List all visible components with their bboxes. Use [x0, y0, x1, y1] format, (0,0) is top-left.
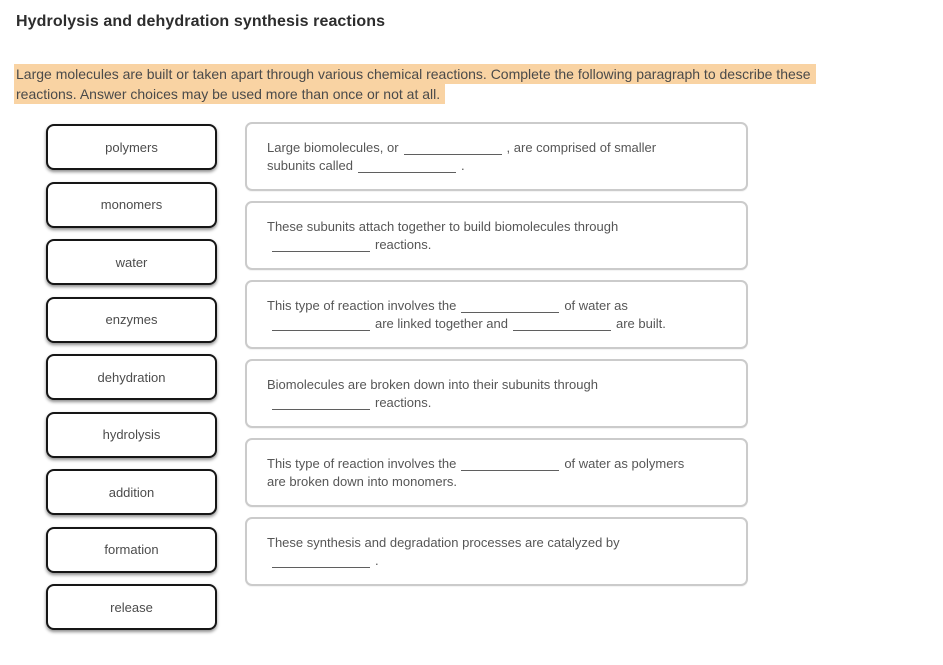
choice-enzymes[interactable]: enzymes [46, 296, 217, 343]
answer-blank[interactable] [461, 311, 560, 313]
instructions: Large molecules are built or taken apart… [14, 64, 816, 104]
sentence-line: This type of reaction involves the of wat… [267, 455, 726, 473]
sentence-box: Biomolecules are broken down into their … [245, 359, 748, 428]
sentence-box: These subunits attach together to build … [245, 201, 748, 270]
sentence-text: reactions. [375, 394, 432, 410]
sentence-box: These synthesis and degradation processe… [245, 517, 748, 586]
answer-blank[interactable] [512, 329, 611, 331]
choice-release[interactable]: release [46, 584, 217, 630]
choice-water[interactable]: water [46, 239, 217, 285]
instructions-line-wrap: Large molecules are built or taken apart… [14, 64, 816, 84]
answer-blank[interactable] [358, 171, 456, 173]
sentence-box: This type of reaction involves the of wat… [245, 438, 748, 507]
sentence-line: are linked together and are built. [267, 315, 726, 333]
sentence-line: subunits called. [267, 157, 726, 175]
sentence-text: , are comprised of smaller [506, 140, 657, 155]
sentence-text: This type of reaction involves the [267, 298, 457, 313]
sentences-column: Large biomolecules, or , are comprised of… [245, 122, 748, 586]
sentence-text: Large biomolecules, or [267, 140, 399, 155]
page-title: Hydrolysis and dehydration synthesis rea… [16, 13, 386, 30]
sentence-box: This type of reaction involves the of wat… [245, 280, 748, 349]
instructions-line: Large molecules are built or taken apart… [14, 64, 816, 84]
sentence-text: of water as polymers [564, 456, 685, 471]
sentence-line: are broken down into monomers. [267, 473, 726, 491]
instructions-line: reactions. Answer choices may be used mo… [14, 84, 446, 104]
answer-blank[interactable] [272, 566, 370, 568]
sentence-line: These subunits attach together to build … [267, 218, 726, 236]
sentence-box: Large biomolecules, or , are comprised of… [245, 122, 748, 191]
sentence-text: are broken down into monomers. [267, 473, 458, 489]
sentence-text: These synthesis and degradation processe… [267, 535, 620, 550]
sentence-text: This type of reaction involves the [267, 456, 457, 471]
sentence-text: . [461, 157, 465, 173]
choice-dehydration[interactable]: dehydration [46, 354, 217, 400]
sentence-line: reactions. [267, 394, 726, 412]
choice-addition[interactable]: addition [46, 469, 217, 515]
answer-blank[interactable] [272, 250, 370, 252]
sentence-text: are linked together and [375, 315, 508, 331]
answer-blank[interactable] [403, 153, 502, 155]
sentence-text: are built. [615, 315, 666, 331]
choice-formation[interactable]: formation [46, 526, 217, 573]
sentence-line: This type of reaction involves the of wat… [267, 297, 726, 315]
sentence-text: These subunits attach together to build … [267, 219, 619, 234]
instructions-line-wrap: reactions. Answer choices may be used mo… [14, 84, 816, 104]
answer-blank[interactable] [272, 329, 370, 331]
sentence-text: Biomolecules are broken down into their … [267, 377, 598, 392]
sentence-text: . [375, 552, 379, 568]
sentence-line: These synthesis and degradation processe… [267, 534, 726, 552]
sentence-text: reactions. [375, 236, 432, 252]
answer-blank[interactable] [461, 469, 560, 471]
sentence-text: subunits called [267, 157, 353, 173]
sentence-line: Large biomolecules, or , are comprised of… [267, 139, 726, 157]
choices-column: polymers monomers water enzymes dehydration h… [46, 124, 217, 630]
choice-monomers[interactable]: monomers [46, 181, 217, 228]
sentence-line: . [267, 552, 726, 570]
sentence-line: reactions. [267, 236, 726, 254]
sentence-line: Biomolecules are broken down into their … [267, 376, 726, 394]
sentence-text: of water as [564, 298, 628, 313]
choice-hydrolysis[interactable]: hydrolysis [46, 411, 217, 458]
answer-blank[interactable] [272, 408, 370, 410]
choice-polymers[interactable]: polymers [46, 124, 217, 170]
